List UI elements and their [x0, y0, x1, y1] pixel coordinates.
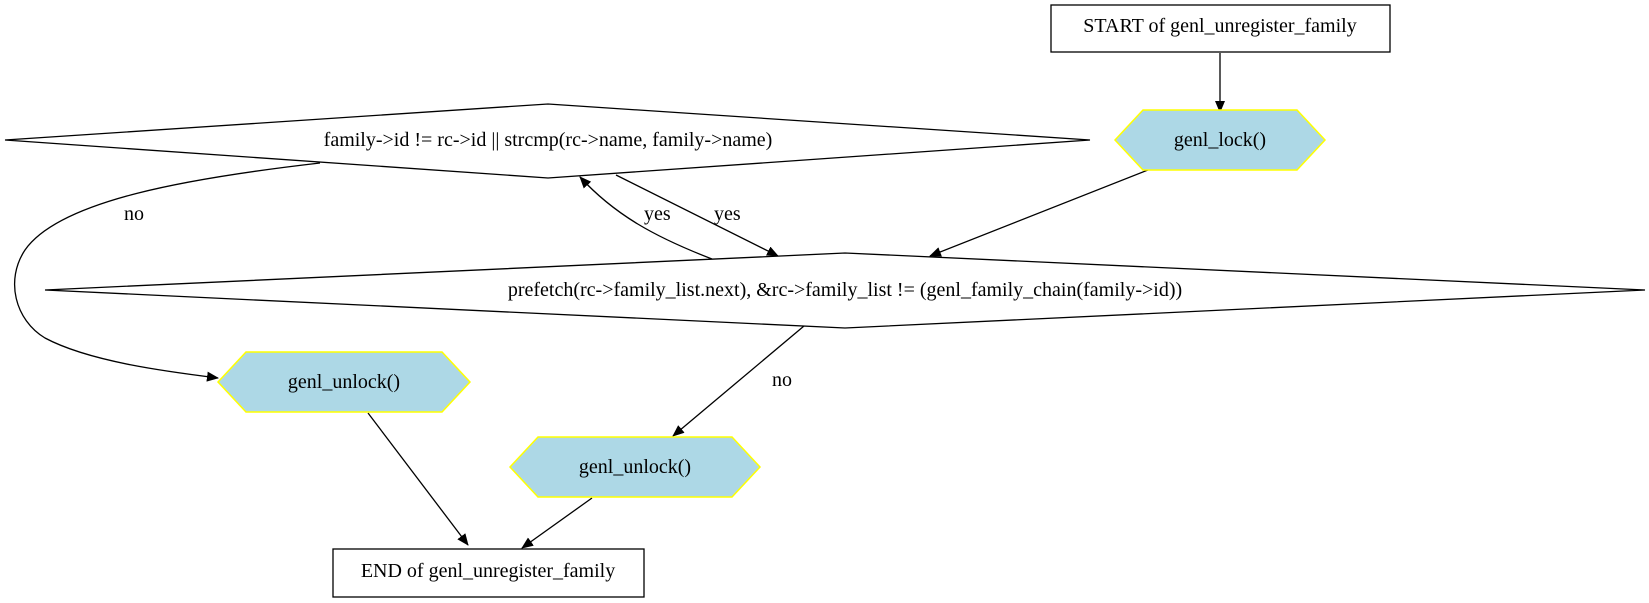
- node-genl-unlock-b: genl_unlock(): [508, 436, 762, 498]
- edge-label-cond-id-no: no: [124, 203, 144, 225]
- edge-cond-loop-yes-to-cond-id: [579, 176, 713, 260]
- edge-cond-id-no-to-unlock-a: [13, 162, 321, 382]
- node-end: END of genl_unregister_family: [332, 548, 645, 598]
- node-cond-family-id: family->id != rc->id || strcmp(rc->name,…: [4, 103, 1091, 179]
- node-genl-unlock-b-label: genl_unlock(): [579, 456, 691, 478]
- node-genl-unlock-a: genl_unlock(): [216, 351, 472, 413]
- node-cond-family-list: prefetch(rc->family_list.next), &rc->fam…: [44, 252, 1646, 329]
- edge-cond-loop-no-to-unlock-b: [672, 325, 805, 437]
- node-start-label: START of genl_unregister_family: [1083, 15, 1356, 37]
- edge-cond-id-yes-to-cond-loop: [615, 174, 779, 257]
- edge-lock-to-cond-loop: [929, 165, 1159, 257]
- edges: [13, 53, 1225, 549]
- edge-unlock-a-to-end: [367, 412, 469, 546]
- node-cond-family-list-label: prefetch(rc->family_list.next), &rc->fam…: [508, 279, 1182, 301]
- edge-unlock-b-to-end: [521, 497, 593, 549]
- edge-label-cond-id-yes: yes: [714, 203, 741, 225]
- node-cond-family-id-label: family->id != rc->id || strcmp(rc->name,…: [324, 129, 773, 151]
- edge-labels: no yes yes no: [124, 203, 792, 391]
- node-genl-lock-label: genl_lock(): [1174, 129, 1266, 151]
- edge-label-cond-loop-no: no: [772, 369, 792, 391]
- node-start: START of genl_unregister_family: [1050, 4, 1391, 53]
- node-genl-unlock-a-label: genl_unlock(): [288, 371, 400, 393]
- edge-label-cond-loop-yes: yes: [644, 203, 671, 225]
- node-end-label: END of genl_unregister_family: [361, 560, 615, 582]
- node-genl-lock: genl_lock(): [1113, 109, 1327, 171]
